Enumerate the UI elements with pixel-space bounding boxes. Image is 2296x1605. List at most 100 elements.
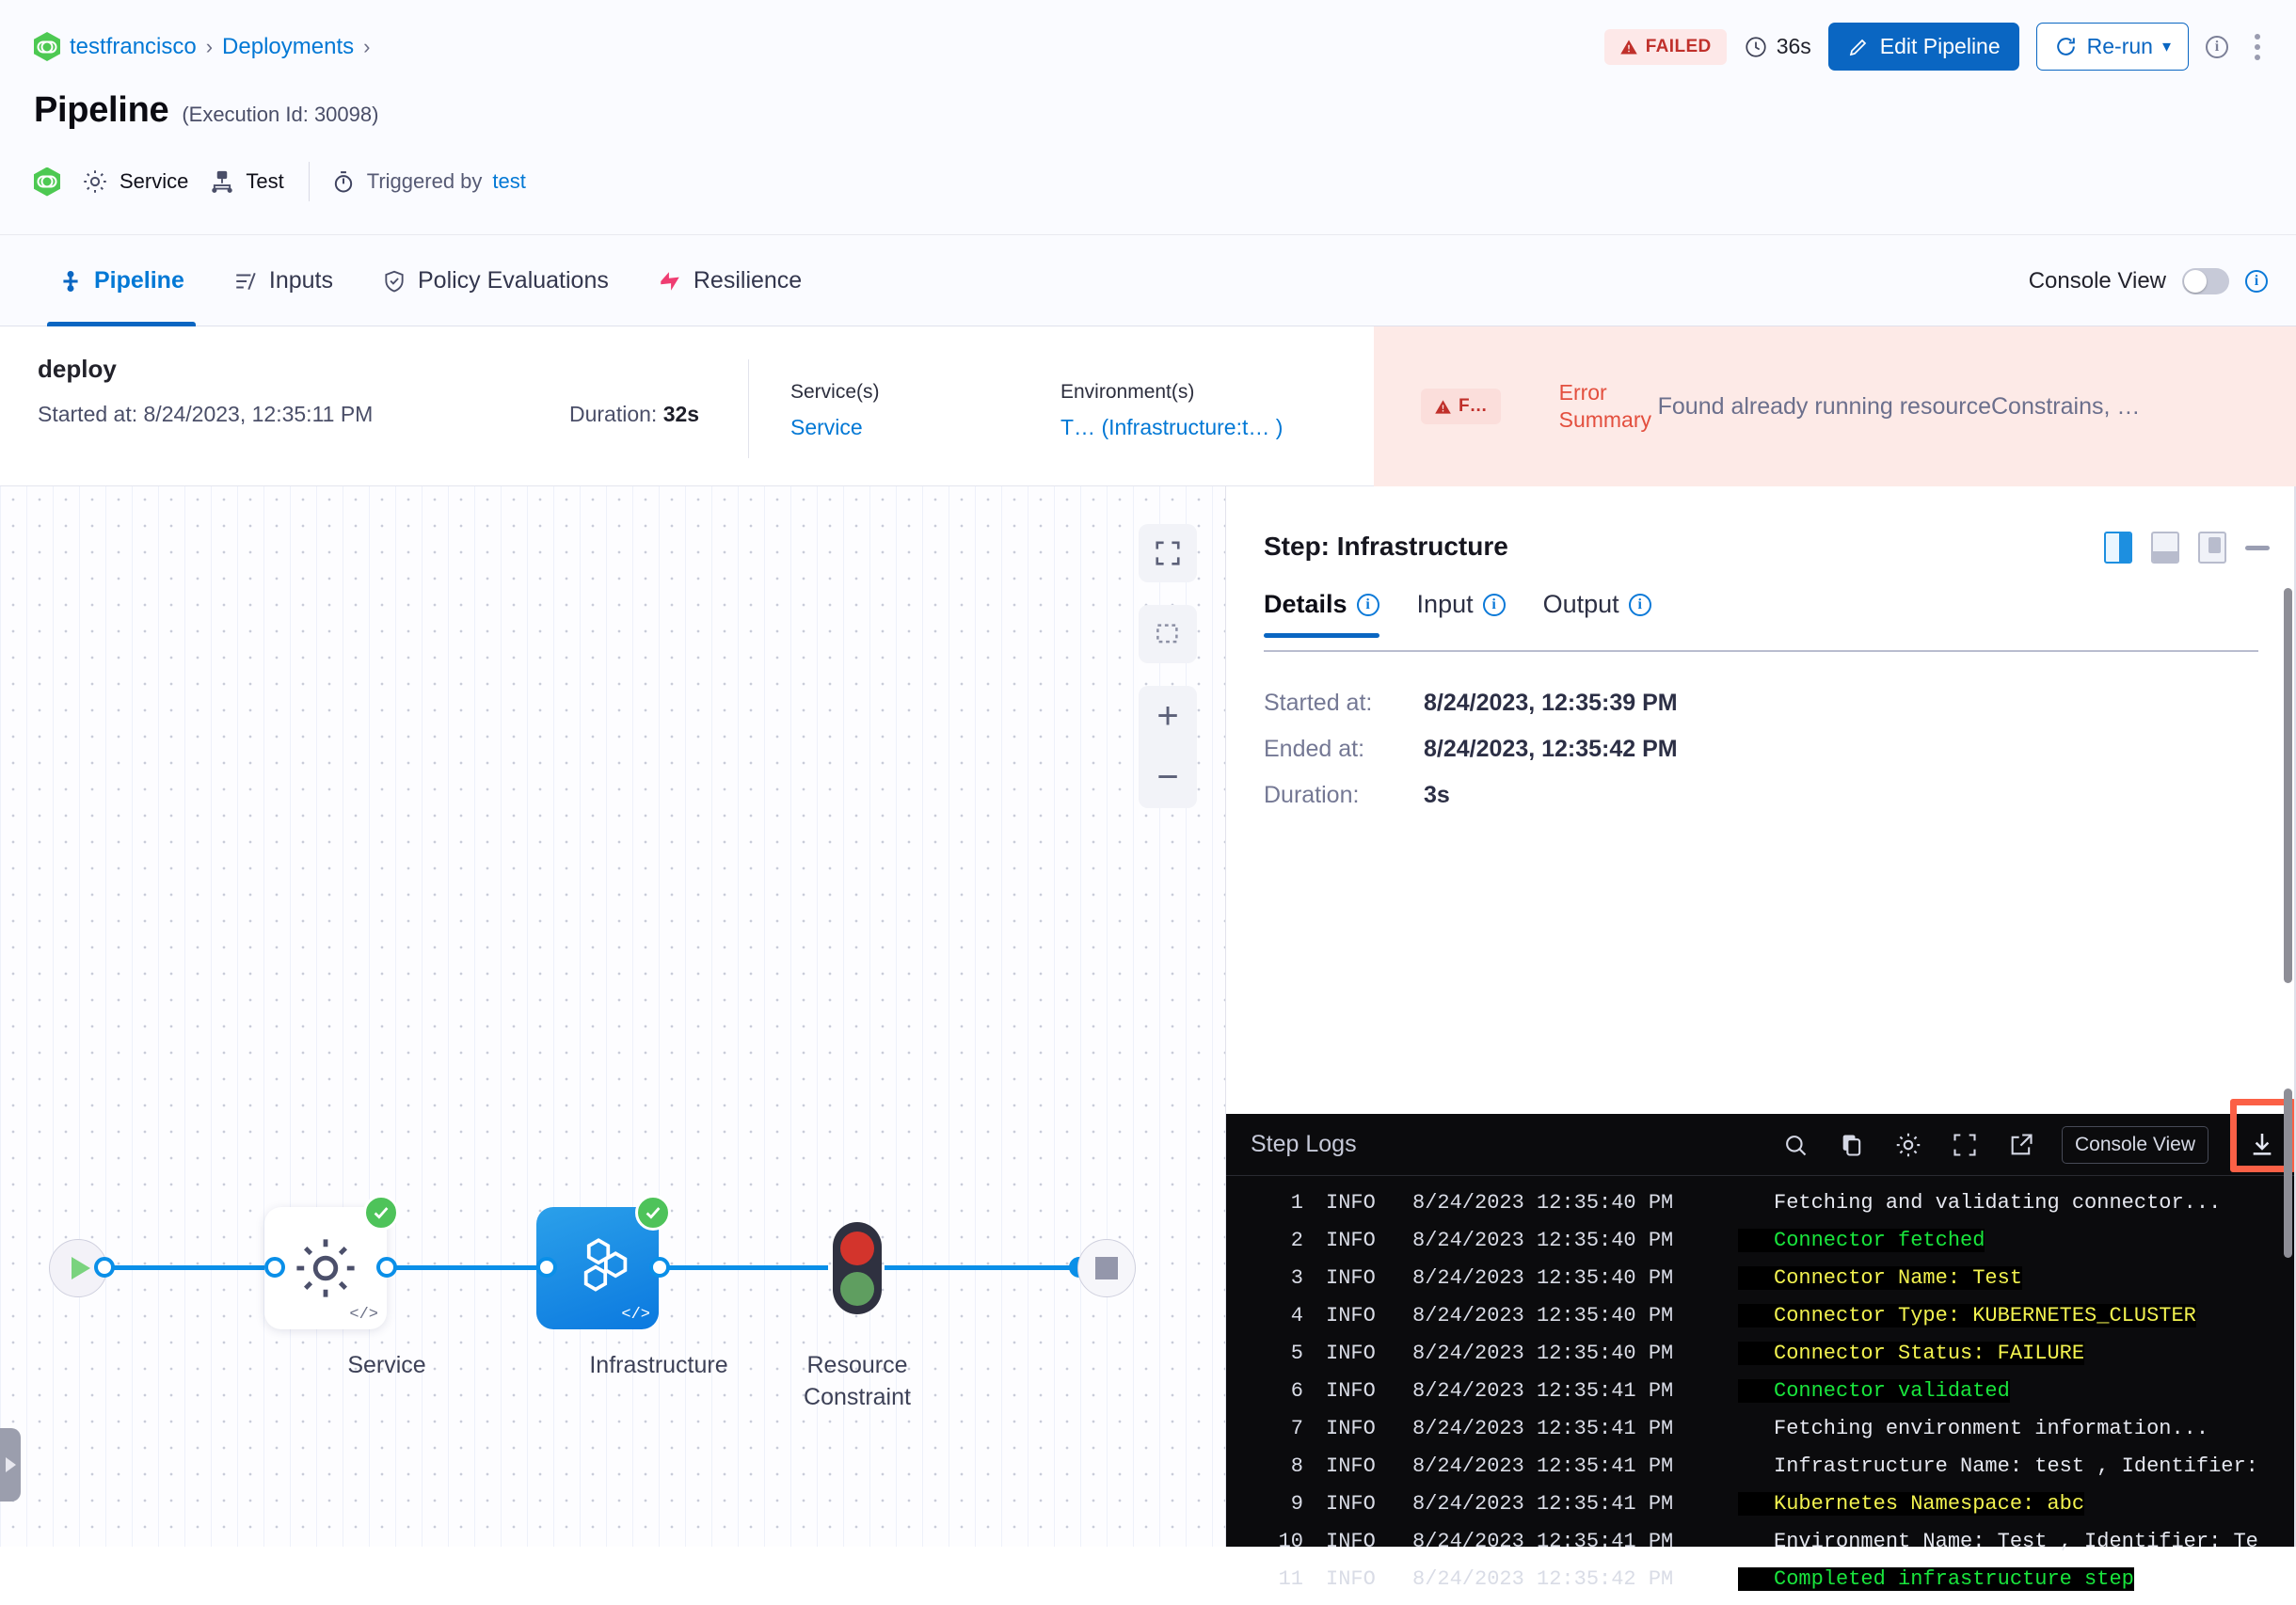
breadcrumb-item-deployments[interactable]: Deployments bbox=[222, 33, 355, 59]
log-timestamp: 8/24/2023 12:35:41 PM bbox=[1412, 1379, 1674, 1403]
details-info-icon[interactable]: i bbox=[1356, 593, 1379, 616]
split-bottom-layout-icon[interactable] bbox=[2151, 532, 2179, 564]
tab-list: Pipeline Inputs Policy Evaluations bbox=[34, 235, 826, 326]
select-area-button[interactable] bbox=[1139, 605, 1197, 663]
pipeline-icon bbox=[58, 269, 83, 294]
more-options-button[interactable] bbox=[2245, 28, 2270, 66]
re-run-info-icon[interactable]: i bbox=[2206, 35, 2228, 58]
tab-input-label: Input bbox=[1416, 590, 1474, 618]
edit-pipeline-button[interactable]: Edit Pipeline bbox=[1827, 23, 2019, 71]
edge-infrastructure-to-resource bbox=[649, 1265, 828, 1270]
log-line-number: 6 bbox=[1290, 1379, 1303, 1403]
status-badge: FAILED bbox=[1603, 28, 1727, 65]
stage-name: deploy bbox=[38, 355, 117, 383]
log-message: Completed infrastructure step bbox=[1738, 1567, 2134, 1591]
meta-project-hex bbox=[34, 167, 81, 197]
pipeline-canvas[interactable]: </> Service </> Infrastructure Resource … bbox=[0, 486, 1225, 1547]
console-view-toggle[interactable] bbox=[2182, 267, 2229, 294]
error-summary-panel: F… Error Summary Found already running r… bbox=[1374, 326, 2296, 486]
zoom-controls: + − bbox=[1139, 686, 1197, 808]
port-infrastructure-in[interactable] bbox=[536, 1257, 557, 1278]
tab-pipeline[interactable]: Pipeline bbox=[34, 235, 209, 326]
stage-duration-value: 32s bbox=[662, 402, 700, 426]
fit-to-screen-button[interactable] bbox=[1139, 524, 1197, 582]
step-logs-body[interactable]: 1 INFO 8/24/2023 12:35:40 PM Fetching an… bbox=[1226, 1176, 2296, 1605]
node-infrastructure-code-icon[interactable]: </> bbox=[621, 1306, 650, 1324]
log-level: INFO bbox=[1326, 1229, 1376, 1252]
logs-console-view-button[interactable]: Console View bbox=[2061, 1126, 2208, 1164]
port-service-in[interactable] bbox=[264, 1257, 285, 1278]
zoom-out-button[interactable]: − bbox=[1156, 756, 1179, 798]
node-resource-constraint-label-line2: Constraint bbox=[804, 1383, 911, 1410]
log-timestamp: 8/24/2023 12:35:40 PM bbox=[1412, 1304, 1674, 1327]
triggered-by-user[interactable]: test bbox=[492, 169, 526, 193]
log-timestamp: 8/24/2023 12:35:40 PM bbox=[1412, 1191, 1674, 1215]
step-logs-panel: Step Logs bbox=[1226, 1099, 2296, 1591]
breadcrumb-separator-icon: › bbox=[205, 34, 214, 58]
fullscreen-icon[interactable] bbox=[1949, 1129, 1981, 1161]
node-resource-constraint-label-line1: Resource bbox=[806, 1352, 908, 1378]
port-start-out[interactable] bbox=[94, 1257, 115, 1278]
log-level: INFO bbox=[1326, 1342, 1376, 1365]
minimize-icon[interactable] bbox=[2245, 545, 2270, 550]
pipeline-end-node[interactable] bbox=[1077, 1239, 1136, 1297]
floating-layout-icon[interactable] bbox=[2198, 532, 2226, 564]
stage-duration-label: Duration: bbox=[569, 402, 658, 426]
output-info-icon[interactable]: i bbox=[1628, 593, 1651, 616]
open-external-icon[interactable] bbox=[2005, 1129, 2037, 1161]
copy-icon[interactable] bbox=[1836, 1129, 1868, 1161]
stage-services-value[interactable]: Service bbox=[790, 415, 863, 439]
detail-started-value: 8/24/2023, 12:35:39 PM bbox=[1424, 690, 1678, 716]
breadcrumb-separator-icon-2: › bbox=[363, 34, 371, 58]
log-level: INFO bbox=[1326, 1530, 1376, 1553]
detail-ended-value: 8/24/2023, 12:35:42 PM bbox=[1424, 736, 1678, 762]
console-view-label: Console View bbox=[2028, 267, 2166, 294]
detail-row-ended: Ended at: 8/24/2023, 12:35:42 PM bbox=[1264, 736, 2296, 763]
port-infrastructure-out[interactable] bbox=[649, 1257, 670, 1278]
tab-policy-evaluations-label: Policy Evaluations bbox=[417, 267, 609, 294]
breadcrumb-item-project[interactable]: testfrancisco bbox=[70, 33, 197, 59]
log-line-number: 1 bbox=[1290, 1191, 1303, 1215]
tab-resilience[interactable]: Resilience bbox=[633, 235, 826, 326]
tab-output[interactable]: Output i bbox=[1543, 590, 1651, 636]
meta-test: Test bbox=[209, 168, 304, 195]
search-icon[interactable] bbox=[1779, 1129, 1811, 1161]
left-drawer-handle[interactable] bbox=[0, 1428, 21, 1502]
clock-icon bbox=[1744, 35, 1768, 59]
node-service-code-icon[interactable]: </> bbox=[349, 1306, 378, 1324]
log-line: 10 INFO 8/24/2023 12:35:41 PM Environmen… bbox=[1226, 1530, 2296, 1567]
tab-input[interactable]: Input i bbox=[1417, 590, 1506, 636]
gear-icon[interactable] bbox=[1892, 1129, 1924, 1161]
logs-scrollbar[interactable] bbox=[2284, 1089, 2292, 1258]
tab-resilience-label: Resilience bbox=[693, 267, 803, 294]
zoom-in-button[interactable]: + bbox=[1156, 695, 1179, 737]
tab-policy-evaluations[interactable]: Policy Evaluations bbox=[358, 235, 633, 326]
top-bar: testfrancisco › Deployments › Pipeline (… bbox=[0, 0, 2296, 235]
error-summary-label-line1: Error bbox=[1558, 380, 1607, 405]
log-timestamp: 8/24/2023 12:35:41 PM bbox=[1412, 1417, 1674, 1440]
execution-id: (Execution Id: 30098) bbox=[182, 103, 379, 126]
log-timestamp: 8/24/2023 12:35:40 PM bbox=[1412, 1266, 1674, 1290]
re-run-button[interactable]: Re-run ▾ bbox=[2035, 23, 2189, 71]
split-right-layout-icon[interactable] bbox=[2104, 532, 2132, 564]
node-resource-constraint[interactable] bbox=[833, 1222, 882, 1314]
log-line: 5 INFO 8/24/2023 12:35:40 PM Connector S… bbox=[1226, 1342, 2296, 1379]
detail-duration-value: 3s bbox=[1424, 782, 1450, 808]
step-panel-tabs: Details i Input i Output i bbox=[1264, 590, 2258, 652]
step-logs-tools: Console View bbox=[1779, 1099, 2296, 1176]
node-infrastructure[interactable]: </> bbox=[536, 1195, 671, 1329]
log-line: 8 INFO 8/24/2023 12:35:41 PM Infrastruct… bbox=[1226, 1454, 2296, 1492]
meta-divider bbox=[308, 162, 310, 201]
panel-right-border bbox=[2294, 486, 2296, 1547]
triggered-by-label: Triggered by bbox=[366, 169, 483, 193]
stage-services-label: Service(s) bbox=[790, 381, 880, 403]
input-info-icon[interactable]: i bbox=[1482, 593, 1506, 616]
tab-bar: Pipeline Inputs Policy Evaluations bbox=[0, 235, 2296, 326]
port-service-out[interactable] bbox=[376, 1257, 397, 1278]
tab-details[interactable]: Details i bbox=[1264, 590, 1379, 638]
console-view-info-icon[interactable]: i bbox=[2245, 269, 2268, 293]
panel-scrollbar[interactable] bbox=[2284, 588, 2292, 983]
tab-inputs[interactable]: Inputs bbox=[209, 235, 358, 326]
download-logs-button[interactable] bbox=[2230, 1099, 2296, 1176]
stage-environments-value[interactable]: T… (Infrastructure:t… ) bbox=[1060, 415, 1284, 439]
